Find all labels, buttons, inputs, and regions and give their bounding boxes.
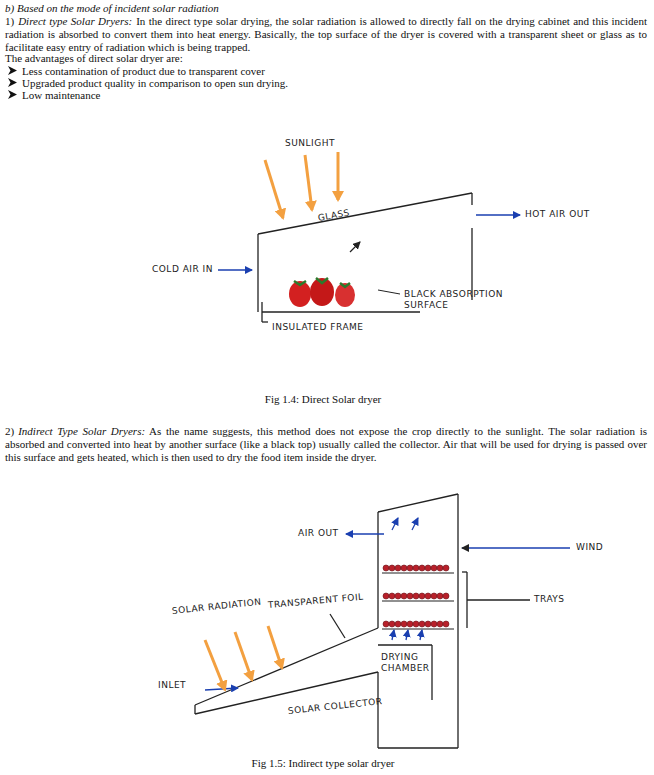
part-label: INSULATED FRAME bbox=[272, 322, 364, 333]
part-label: TRANSPARENT FOIL bbox=[268, 592, 365, 611]
bullet-text: Less contamination of product due to tra… bbox=[22, 65, 265, 78]
section-heading: b) Based on the mode of incident solar r… bbox=[5, 2, 219, 15]
item-number: 1) bbox=[5, 15, 14, 27]
part-label: GLASS bbox=[317, 207, 351, 223]
item-number: 2) bbox=[5, 425, 14, 437]
part-label: SOLAR COLLECTOR bbox=[287, 696, 383, 717]
body-text: The advantages of direct solar dryer are… bbox=[5, 52, 183, 65]
part-label: COLD AIR IN bbox=[152, 264, 213, 275]
part-label: AIR OUT bbox=[298, 528, 339, 539]
indirect-dryer bbox=[195, 494, 530, 748]
part-label: SOLAR RADIATION bbox=[171, 597, 262, 617]
item-heading: Indirect Type Solar Dryers: bbox=[18, 425, 145, 437]
tomatoes bbox=[289, 278, 355, 307]
figure-caption: Fig 1.5: Indirect type solar dryer bbox=[0, 757, 650, 770]
bullet-marks bbox=[8, 66, 17, 99]
item-heading: Direct type Solar Dryers: bbox=[18, 15, 132, 27]
part-label: TRAYS bbox=[534, 594, 565, 605]
sunlight-arrows bbox=[265, 152, 338, 218]
figure-caption: Fig 1.4: Direct Solar dryer bbox=[0, 393, 650, 406]
part-label: HOT AIR OUT bbox=[525, 209, 590, 220]
tray-beads bbox=[382, 565, 454, 629]
paragraph: 1)Direct type Solar Dryers:In the direct… bbox=[5, 15, 647, 54]
part-label: INLET bbox=[158, 680, 186, 691]
part-label: WIND bbox=[576, 542, 603, 553]
part-label: SUNLIGHT bbox=[285, 138, 335, 149]
part-label: BLACK ABSORPTION SURFACE bbox=[404, 289, 504, 311]
paragraph: 2)Indirect Type Solar Dryers:As the name… bbox=[5, 425, 647, 464]
part-label: DRYING CHAMBER bbox=[381, 652, 431, 674]
radiation-arrows bbox=[205, 626, 282, 690]
bullet-text: Low maintenance bbox=[22, 89, 101, 102]
bullet-text: Upgraded product quality in comparison t… bbox=[22, 77, 288, 90]
